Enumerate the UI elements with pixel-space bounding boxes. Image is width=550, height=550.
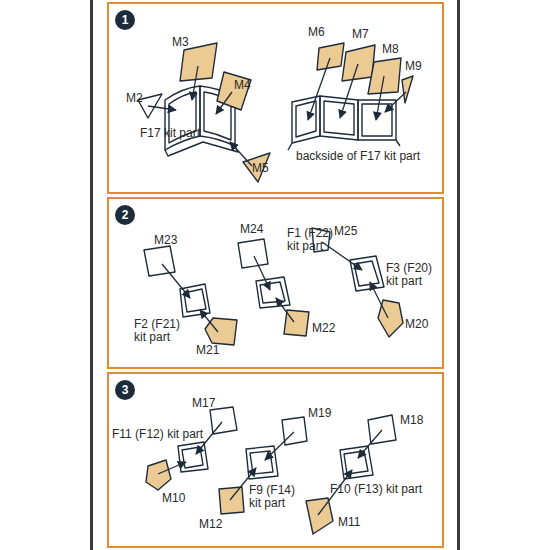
kit-part-label: F10 (F13) kit part: [330, 483, 422, 496]
kit-part-label: F9 (F14) kit part: [249, 484, 305, 510]
kit-part-label: F3 (F20) kit part: [386, 262, 442, 288]
part-number: M4: [234, 79, 251, 92]
step-number: 3: [115, 380, 135, 400]
part-number: M18: [400, 414, 423, 427]
step-number: 1: [115, 10, 135, 30]
part-number: M21: [196, 344, 219, 357]
part-number: M5: [252, 162, 269, 175]
kit-part-label: F1 (F22) kit part: [287, 227, 341, 253]
part-number: M8: [382, 43, 399, 56]
part-number: M22: [312, 322, 335, 335]
kit-part-label: F2 (F21) kit part: [134, 318, 190, 344]
part-number: M24: [240, 223, 263, 236]
step-panel: 1: [107, 2, 444, 194]
part-number: M11: [338, 516, 360, 529]
part-number: M25: [334, 225, 357, 238]
part-number: M10: [162, 492, 185, 505]
part-number: M6: [308, 26, 325, 39]
part-number: M7: [352, 28, 369, 41]
part-number: M20: [405, 318, 428, 331]
part-number: M2: [126, 92, 143, 105]
kit-part-label: backside of F17 kit part: [296, 150, 420, 163]
part-number: M23: [154, 234, 177, 247]
part-number: M17: [192, 397, 215, 410]
part-number: M12: [199, 518, 222, 531]
kit-part-label: F11 (F12) kit part: [112, 428, 203, 441]
part-number: M3: [172, 36, 189, 49]
part-number: M19: [308, 407, 331, 420]
step-panel: 3: [107, 372, 444, 548]
step-number: 2: [115, 205, 135, 225]
part-number: M9: [405, 60, 422, 73]
kit-part-label: F17 kit part: [140, 127, 200, 140]
